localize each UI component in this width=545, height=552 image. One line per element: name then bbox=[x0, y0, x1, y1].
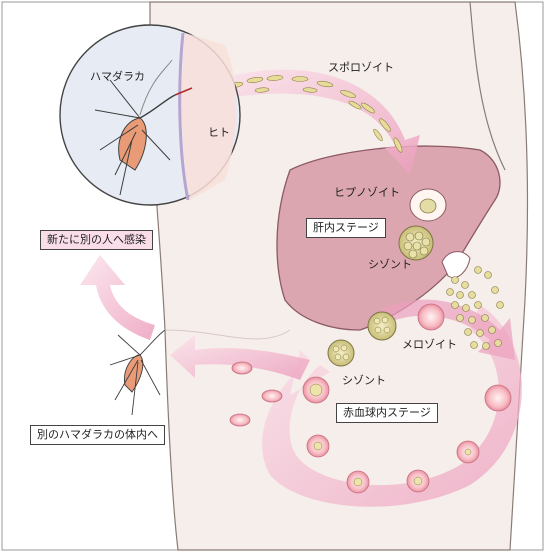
new-infection-label: 新たに別の人へ感染 bbox=[40, 230, 153, 250]
to-mosquito-label: 別のハマダラカの体内へ bbox=[30, 425, 165, 445]
merozoite-label: メロゾイト bbox=[402, 338, 457, 352]
liver-schizont-label: シゾント bbox=[368, 258, 412, 272]
sporozoite-label: スポロゾイト bbox=[328, 61, 394, 75]
blood-stage-label: 赤血球内ステージ bbox=[336, 403, 438, 423]
blood-schizont-label: シゾント bbox=[342, 374, 386, 388]
mosquito-label: ハマダラカ bbox=[90, 70, 145, 84]
liver-stage-label: 肝内ステージ bbox=[306, 218, 386, 238]
hypnozoite-label: ヒプノゾイト bbox=[334, 186, 400, 200]
human-label: ヒト bbox=[208, 126, 230, 140]
